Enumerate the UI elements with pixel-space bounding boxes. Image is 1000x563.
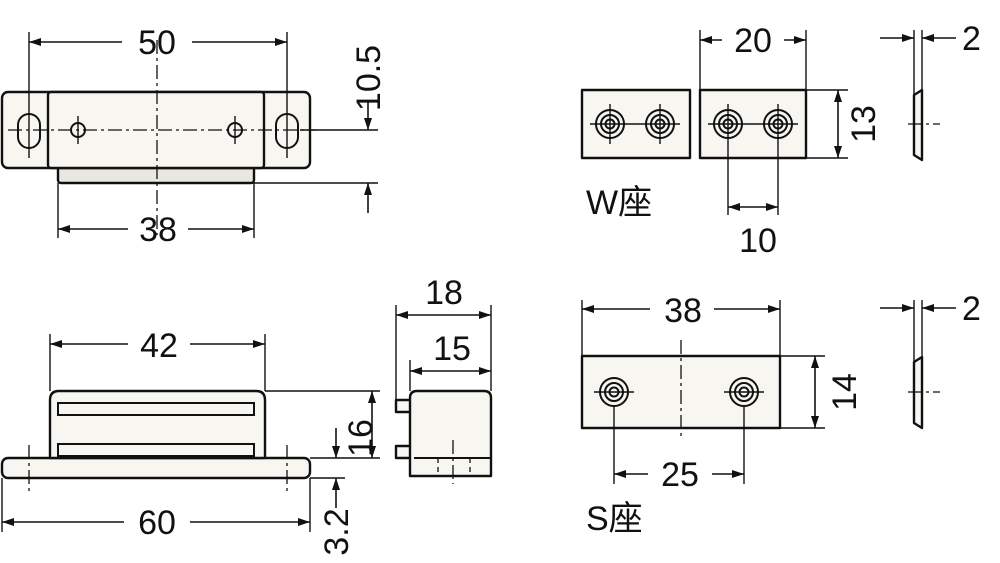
dim-label-38-s: 38 <box>664 292 702 330</box>
end-view: 18 15 <box>394 274 493 484</box>
w-plate-adjacent-holes <box>590 104 680 144</box>
dim-label-60: 60 <box>138 504 176 542</box>
dim-label-42: 42 <box>140 327 178 365</box>
s-plate-view: 38 14 25 S座 2 <box>580 290 981 538</box>
dim-label-38-top: 38 <box>139 211 177 249</box>
dim-label-14: 14 <box>826 373 864 411</box>
w-plate-label: W座 <box>586 184 652 222</box>
top-view: 50 38 10.5 <box>0 24 388 249</box>
dim-label-16: 16 <box>342 419 380 457</box>
end-block <box>408 389 493 478</box>
catch-body-top <box>46 90 266 170</box>
s-plate-label: S座 <box>586 500 643 538</box>
w-plate-view: 20 13 10 W座 2 <box>580 20 981 260</box>
s-plate-holes <box>594 377 764 407</box>
dim-label-50: 50 <box>138 24 176 62</box>
dim-label-10-5: 10.5 <box>350 45 388 111</box>
dim-label-3-2: 3.2 <box>318 508 356 555</box>
w-plate-thickness <box>912 88 924 162</box>
dim-label-2-w: 2 <box>962 20 981 58</box>
dim-label-10: 10 <box>739 222 777 260</box>
dim-label-15: 15 <box>433 330 471 368</box>
magnet-slot-lower <box>57 443 255 457</box>
dim-label-20: 20 <box>734 22 772 60</box>
side-view: 42 60 16 3.2 <box>0 327 380 556</box>
catch-body-side <box>48 389 267 460</box>
dim-label-18: 18 <box>425 274 463 312</box>
dim-label-25: 25 <box>661 456 699 494</box>
dim-label-2-s: 2 <box>962 290 981 328</box>
magnet-slot-upper <box>57 402 255 416</box>
base-plate <box>0 456 312 480</box>
dim-label-13: 13 <box>845 105 883 143</box>
